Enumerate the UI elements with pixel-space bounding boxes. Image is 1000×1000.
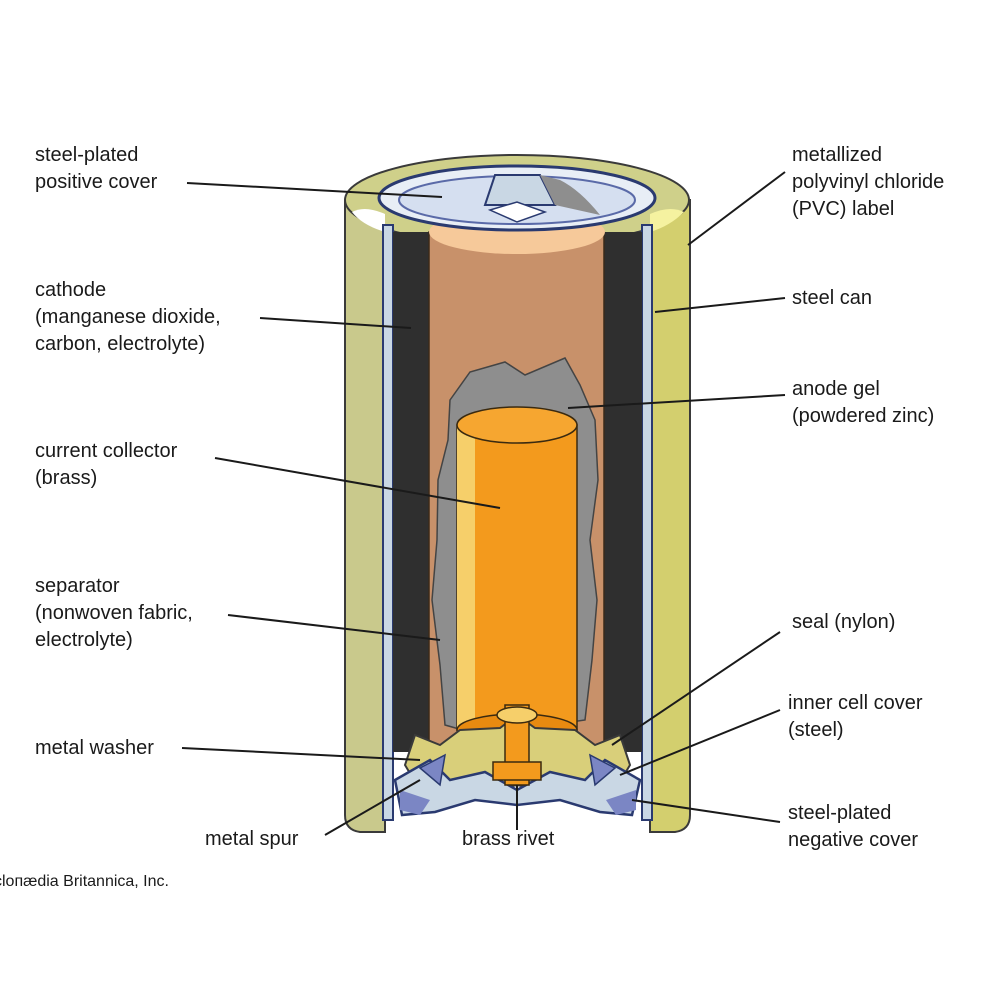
- leader-metal-spur: [324, 779, 421, 836]
- positive-cover: [377, 164, 657, 232]
- leader-negative-cover: [631, 799, 781, 823]
- leader-seal: [611, 631, 781, 746]
- leader-current-collector: [214, 457, 501, 509]
- leader-separator: [227, 614, 441, 641]
- cathode-layer: [393, 232, 642, 752]
- label-cathode: cathode(manganese dioxide,carbon, electr…: [35, 279, 221, 355]
- label-metal-spur: metal spur: [205, 828, 299, 850]
- leader-lines: [181, 171, 786, 836]
- label-brass-rivet: brass rivet: [462, 828, 555, 850]
- leader-anode-gel: [567, 394, 786, 409]
- leader-pvc-label: [687, 171, 786, 246]
- seal-assembly: [393, 704, 642, 817]
- label-current-collector: current collector(brass): [35, 440, 178, 489]
- leader-metal-washer: [181, 747, 421, 761]
- credit-line: ycloпædia Britannica, Inc.: [0, 873, 169, 890]
- current-collector: [456, 406, 578, 747]
- label-inner-cell-cover: inner cell cover(steel): [788, 692, 923, 741]
- label-seal: seal (nylon): [792, 611, 896, 633]
- leader-steel-can: [654, 297, 786, 313]
- label-separator: separator(nonwoven fabric,electrolyte): [35, 575, 193, 651]
- label-metal-washer: metal washer: [35, 737, 154, 759]
- leader-positive-cover: [186, 182, 443, 198]
- leader-cathode: [259, 317, 412, 329]
- label-steel-can: steel can: [792, 287, 873, 309]
- label-anode-gel: anode gel(powdered zinc): [792, 378, 935, 427]
- leader-inner-cell-cover: [619, 709, 781, 776]
